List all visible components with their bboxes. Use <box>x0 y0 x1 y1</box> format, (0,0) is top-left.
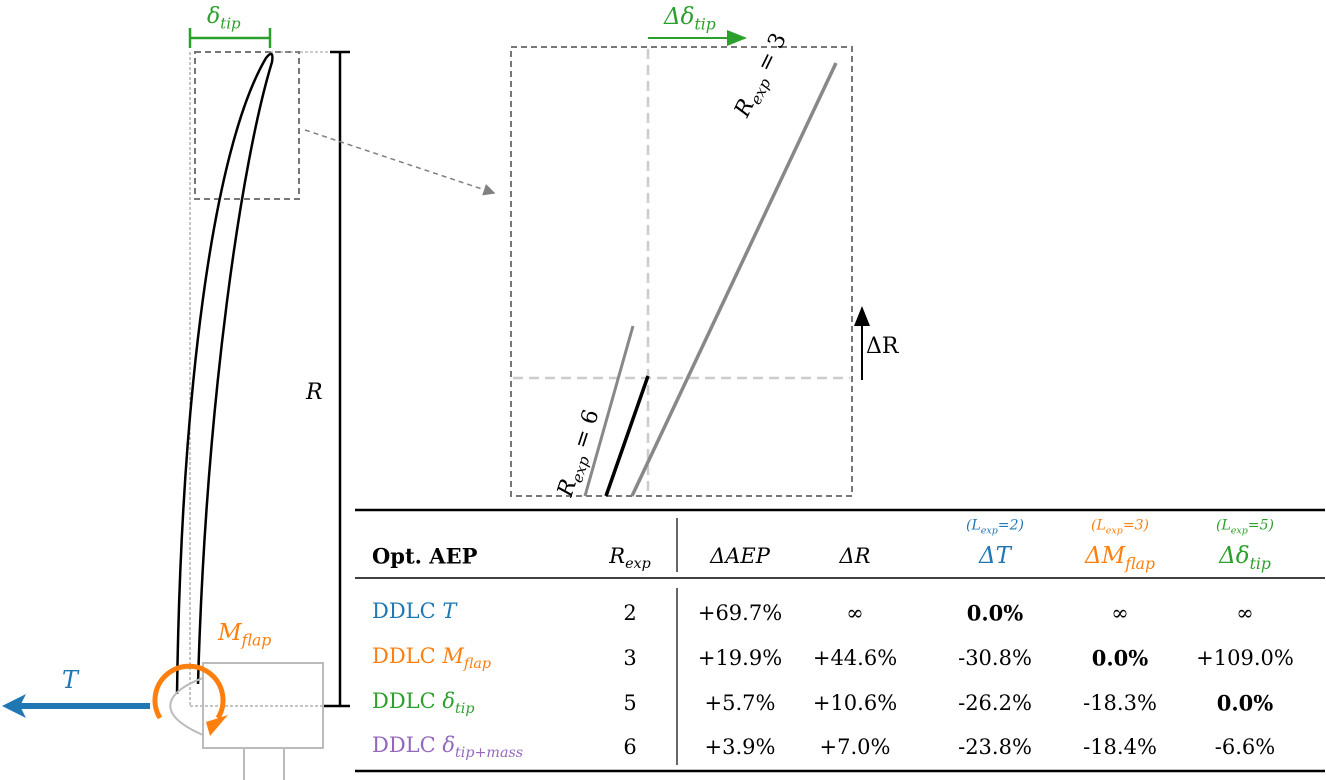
header-delta-t: ΔT <box>979 543 1011 569</box>
tip-zoom-box <box>194 51 300 200</box>
cell-rexp: 5 <box>623 691 637 715</box>
header-delta-aep: ΔAEP <box>710 544 770 568</box>
header-delta-m-flap: ΔMflap <box>1085 543 1155 573</box>
cell-dr: +7.0% <box>819 735 891 759</box>
cell-rexp: 3 <box>623 646 637 670</box>
m-flap-label: Mflap <box>218 620 272 650</box>
cell-dt: -23.8% <box>958 735 1032 759</box>
hub <box>202 662 324 749</box>
cell-daep: +3.9% <box>704 735 776 759</box>
header-dm-note: (Lexp=3) <box>1091 517 1149 537</box>
cell-dt: -26.2% <box>958 691 1032 715</box>
cell-rexp: 2 <box>623 601 637 625</box>
radius-bar <box>322 50 350 708</box>
row-label: DDLC δtip <box>372 688 475 718</box>
thrust-label: T <box>62 666 79 694</box>
cell-dd: ∞ <box>1236 601 1254 625</box>
cell-dd: 0.0% <box>1216 690 1274 716</box>
zoom-delta-r-label: ΔR <box>866 334 899 359</box>
table-rules <box>355 508 1325 773</box>
cell-daep: +69.7% <box>697 601 783 625</box>
zoom-panel <box>510 46 853 497</box>
cell-daep: +5.7% <box>704 691 776 715</box>
cell-dm: -18.3% <box>1083 691 1157 715</box>
blade <box>175 52 274 695</box>
cell-dm: 0.0% <box>1091 645 1149 671</box>
row-label: DDLC Mflap <box>372 643 492 673</box>
cell-dr: +10.6% <box>812 691 898 715</box>
zoom-delta-tip-label: Δδtip <box>664 4 716 34</box>
row-label: DDLC T <box>372 598 457 623</box>
header-r-exp: Rexp <box>609 543 651 573</box>
cell-dm: ∞ <box>1111 601 1129 625</box>
header-dd-note: (Lexp=5) <box>1216 517 1274 537</box>
cell-dt: -30.8% <box>958 646 1032 670</box>
cell-rexp: 6 <box>623 735 637 759</box>
delta-tip-bar <box>188 28 272 48</box>
header-dt-note: (Lexp=2) <box>966 517 1024 537</box>
cell-dd: +109.0% <box>1196 646 1294 670</box>
cell-daep: +19.9% <box>697 646 783 670</box>
cell-dm: -18.4% <box>1083 735 1157 759</box>
header-opt-aep: Opt. AEP <box>372 543 478 569</box>
header-delta-delta-tip: Δδtip <box>1219 543 1271 573</box>
radius-label: R <box>306 380 323 405</box>
row-label: DDLC δtip+mass <box>372 732 524 762</box>
cell-dr: +44.6% <box>812 646 898 670</box>
cell-dr: ∞ <box>846 601 864 625</box>
cell-dt: 0.0% <box>966 600 1024 626</box>
delta-tip-label: δtip <box>207 4 241 33</box>
cell-dd: -6.6% <box>1214 735 1276 759</box>
header-delta-r: ΔR <box>839 544 871 568</box>
flap-moment-arrow-icon <box>152 663 226 720</box>
